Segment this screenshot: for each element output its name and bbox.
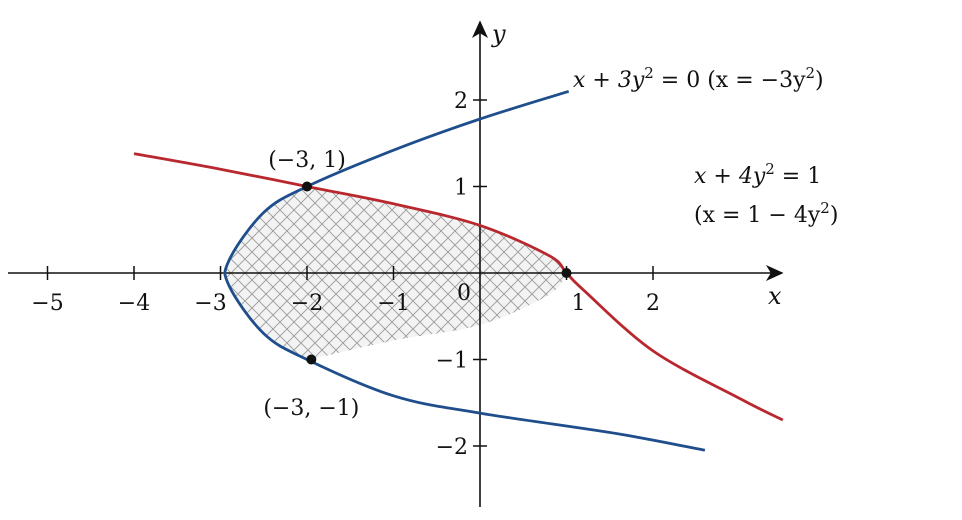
x-tick-label: −4 bbox=[118, 291, 150, 316]
y-ticks: 2 1 −1 −2 bbox=[436, 89, 487, 460]
intersection-points: (−3, 1) (−3, −1) bbox=[263, 148, 572, 421]
x-tick-label: 2 bbox=[646, 291, 660, 316]
x-tick-label: −2 bbox=[291, 291, 323, 316]
series-line-blue-parabola bbox=[223, 89, 706, 452]
intersection-point bbox=[306, 354, 317, 365]
x-tick-label: 1 bbox=[572, 291, 586, 316]
point-label: (−3, 1) bbox=[268, 148, 346, 173]
blue-equation-label: x + 3y2 = 0 (x = −3y2) bbox=[573, 64, 824, 93]
y-tick-label: −1 bbox=[436, 349, 468, 374]
x-tick-label: 0 bbox=[457, 281, 471, 306]
x-tick-label: −1 bbox=[377, 291, 409, 316]
x-ticks: −5 −4 −3 −2 −1 0 1 2 bbox=[31, 266, 660, 316]
x-tick-label: −5 bbox=[31, 291, 63, 316]
point-label: (−3, −1) bbox=[263, 396, 359, 421]
x-axis-label: x bbox=[768, 282, 782, 310]
y-tick-label: 2 bbox=[454, 89, 468, 114]
red-equation-label-line1: x + 4y2 = 1 bbox=[694, 160, 821, 189]
intersection-point bbox=[561, 268, 572, 278]
y-tick-label: −2 bbox=[436, 435, 468, 460]
series-line-red-parabola bbox=[133, 152, 784, 422]
red-equation-label-line2: (x = 1 − 4y2) bbox=[694, 199, 838, 228]
y-tick-label: 1 bbox=[454, 176, 468, 201]
intersection-point bbox=[302, 181, 312, 192]
x-tick-label: −3 bbox=[194, 291, 226, 316]
y-axis-label: y bbox=[491, 20, 506, 48]
